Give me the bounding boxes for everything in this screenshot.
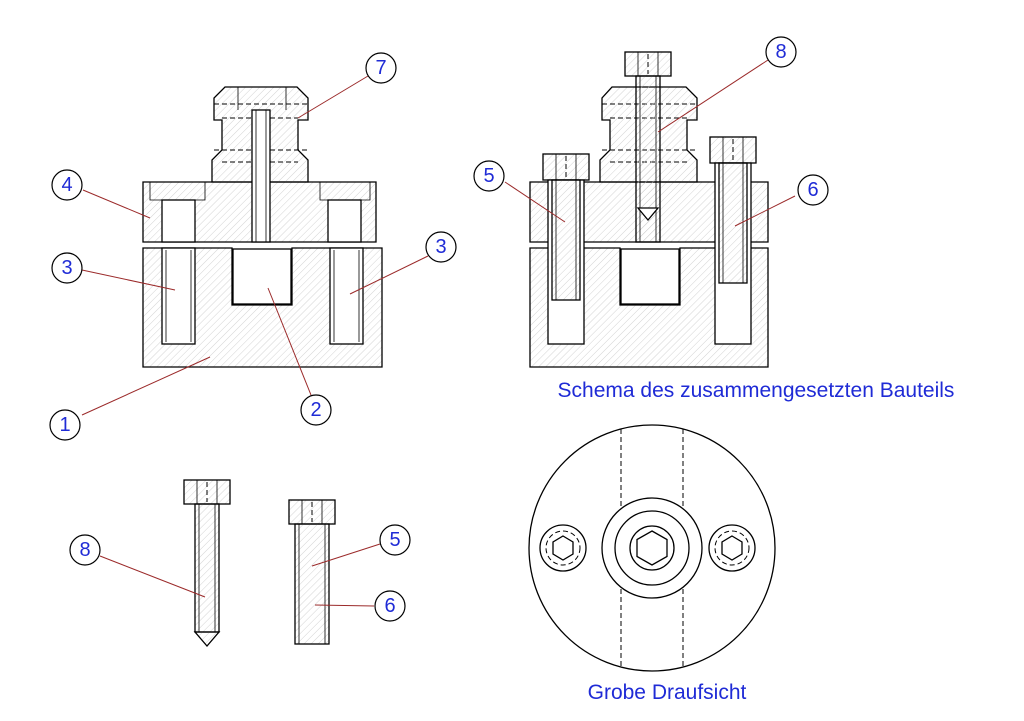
plate-bore-right bbox=[327, 199, 362, 243]
svg-text:8: 8 bbox=[79, 539, 90, 561]
knob-outer-ring bbox=[601, 497, 703, 599]
svg-text:3: 3 bbox=[61, 257, 72, 279]
label-bubble-3-left: 3 bbox=[51, 252, 83, 284]
loose-screws bbox=[183, 479, 336, 647]
label-bubble-3-right: 3 bbox=[425, 231, 457, 263]
label-bubble-6-bottom: 6 bbox=[374, 590, 406, 622]
svg-text:3: 3 bbox=[435, 236, 446, 258]
label-bubble-5-right: 5 bbox=[473, 160, 505, 192]
svg-text:1: 1 bbox=[59, 414, 70, 436]
caption-topview: Grobe Draufsicht bbox=[588, 681, 747, 704]
right-leader-lines bbox=[504, 59, 796, 227]
svg-text:8: 8 bbox=[775, 41, 786, 63]
assembly-base bbox=[529, 247, 769, 368]
right-hex-icon bbox=[721, 535, 743, 561]
svg-text:5: 5 bbox=[389, 529, 400, 551]
top-view bbox=[528, 424, 776, 672]
right-bolt-ring bbox=[708, 524, 756, 572]
loose-screw-8-tip bbox=[193, 631, 221, 647]
assembly-slot bbox=[620, 248, 680, 305]
svg-text:6: 6 bbox=[384, 595, 395, 617]
svg-text:6: 6 bbox=[807, 179, 818, 201]
label-bubble-7: 7 bbox=[365, 52, 397, 84]
plate-counterbore-left bbox=[149, 182, 206, 201]
label-bubble-8-bottom: 8 bbox=[69, 534, 101, 566]
label-bubble-8-right: 8 bbox=[765, 36, 797, 68]
caption-assembly: Schema des zusammengesetzten Bauteils bbox=[558, 379, 955, 402]
base-bore-left bbox=[161, 247, 196, 345]
left-section-view bbox=[142, 86, 383, 368]
label-bubble-2: 2 bbox=[300, 394, 332, 426]
knob-center-bore bbox=[251, 109, 271, 243]
loose-screw-5-shank bbox=[294, 523, 330, 645]
label-bubble-6-right: 6 bbox=[797, 174, 829, 206]
plate-bore-left bbox=[161, 199, 196, 243]
top-view-outer-circle bbox=[528, 424, 776, 672]
svg-text:2: 2 bbox=[310, 399, 321, 421]
left-hex-icon bbox=[552, 535, 574, 561]
svg-text:7: 7 bbox=[375, 57, 386, 79]
center-hex-icon bbox=[636, 530, 668, 566]
svg-text:5: 5 bbox=[483, 165, 494, 187]
screw-5-shank bbox=[551, 179, 581, 301]
right-assembly-view bbox=[529, 51, 769, 368]
svg-text:4: 4 bbox=[61, 174, 72, 196]
base-slot-part-2 bbox=[232, 248, 292, 305]
plate-counterbore-right bbox=[319, 182, 371, 201]
left-bolt-ring bbox=[539, 524, 587, 572]
label-bubble-5-bottom: 5 bbox=[379, 524, 411, 556]
base-part-1 bbox=[142, 247, 383, 368]
base-bore-right bbox=[329, 247, 364, 345]
screw-6-shank bbox=[718, 162, 748, 284]
bottom-leader-lines bbox=[99, 543, 381, 607]
label-bubble-4: 4 bbox=[51, 169, 83, 201]
label-bubble-1: 1 bbox=[49, 409, 81, 441]
left-leader-lines bbox=[81, 75, 429, 416]
screw-8-tip bbox=[636, 207, 660, 222]
